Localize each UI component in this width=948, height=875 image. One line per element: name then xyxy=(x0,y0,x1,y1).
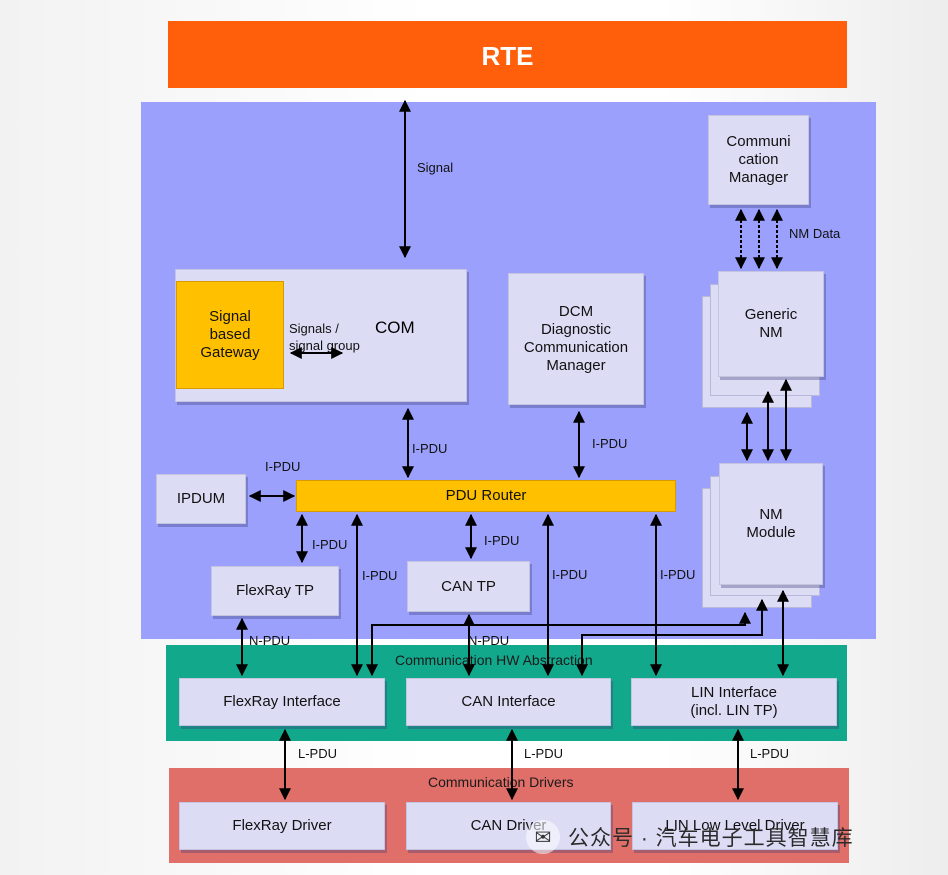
can-tp: CAN TP xyxy=(407,561,530,612)
dcm-line-3: Communication xyxy=(523,339,629,356)
lin-lpdu-label: L-PDU xyxy=(750,746,790,761)
pdu-router: PDU Router xyxy=(296,480,676,512)
generic-nm: Generic NM xyxy=(718,271,824,377)
communication-manager: Communi cation Manager xyxy=(708,115,809,205)
comm-manager-line-2: cation xyxy=(738,151,779,168)
ipdum-ipdu-label: I-PDU xyxy=(265,459,301,474)
gateway-line-3: Gateway xyxy=(200,344,260,361)
comm-manager-line-1: Communi xyxy=(726,133,791,150)
lin-driver: LIN Low Level Driver xyxy=(632,802,838,850)
dcm-ipdu-label: I-PDU xyxy=(592,436,628,451)
nm-data-label: NM Data xyxy=(789,226,841,241)
generic-nm-line-2: NM xyxy=(759,324,783,341)
drivers-title: Communication Drivers xyxy=(428,774,574,790)
cantp-npdu-label: N-PDU xyxy=(468,633,510,648)
flexray-interface: FlexRay Interface xyxy=(179,678,385,726)
frtp-npdu-label: N-PDU xyxy=(249,633,291,648)
flexray-tp: FlexRay TP xyxy=(211,566,339,616)
lin-driver-label: LIN Low Level Driver xyxy=(665,817,805,834)
gateway-line-1: Signal xyxy=(209,308,251,325)
lin-interface-line-1: LIN Interface xyxy=(691,684,777,701)
rte-layer: RTE xyxy=(168,21,847,88)
dcm-line-4: Manager xyxy=(546,357,606,374)
com-ipdu-label: I-PDU xyxy=(412,441,448,456)
can-interface-label: CAN Interface xyxy=(461,693,556,710)
rte-title: RTE xyxy=(481,41,534,71)
nm-module-line-1: NM xyxy=(759,506,783,523)
can-interface: CAN Interface xyxy=(406,678,611,726)
linif-ipdu-label: I-PDU xyxy=(660,567,696,582)
ipdum-label: IPDUM xyxy=(176,490,226,507)
can-tp-label: CAN TP xyxy=(441,577,496,595)
flexray-interface-label: FlexRay Interface xyxy=(223,693,341,710)
dcm-line-1: DCM xyxy=(558,303,594,320)
lin-interface: LIN Interface (incl. LIN TP) xyxy=(631,678,837,726)
dcm-module: DCM Diagnostic Communication Manager xyxy=(508,273,644,405)
flexray-driver: FlexRay Driver xyxy=(179,802,385,850)
canif-ipdu-label: I-PDU xyxy=(552,567,588,582)
cantp-ipdu-label: I-PDU xyxy=(484,533,520,548)
gateway-line-2: based xyxy=(209,326,251,343)
flexray-tp-label: FlexRay TP xyxy=(235,582,315,599)
signal-based-gateway: Signal based Gateway xyxy=(176,281,284,389)
frtp-ipdu-label: I-PDU xyxy=(312,537,348,552)
nmm-canif-route xyxy=(576,598,768,677)
nm-module-line-2: Module xyxy=(746,524,796,541)
frif-ipdu-label: I-PDU xyxy=(362,568,398,583)
dcm-line-2: Diagnostic xyxy=(540,321,612,338)
nm-module: NM Module xyxy=(719,463,823,585)
fr-lpdu-label: L-PDU xyxy=(298,746,338,761)
pdu-router-label: PDU Router xyxy=(445,487,527,504)
com-title: COM xyxy=(375,318,415,337)
generic-nm-line-1: Generic xyxy=(744,306,798,323)
flexray-driver-label: FlexRay Driver xyxy=(232,817,332,834)
nmm-frif-route xyxy=(366,611,751,677)
lin-interface-line-2: (incl. LIN TP) xyxy=(690,702,778,719)
comm-manager-line-3: Manager xyxy=(728,169,789,186)
signal-label: Signal xyxy=(417,160,454,175)
signals-label-1: Signals / xyxy=(289,321,339,336)
can-lpdu-label: L-PDU xyxy=(524,746,564,761)
wechat-icon: ✉ xyxy=(526,820,560,854)
ipdum-module: IPDUM xyxy=(156,474,246,524)
watermark-text: 公众号 · 汽车电子工具智慧库 xyxy=(568,827,854,850)
